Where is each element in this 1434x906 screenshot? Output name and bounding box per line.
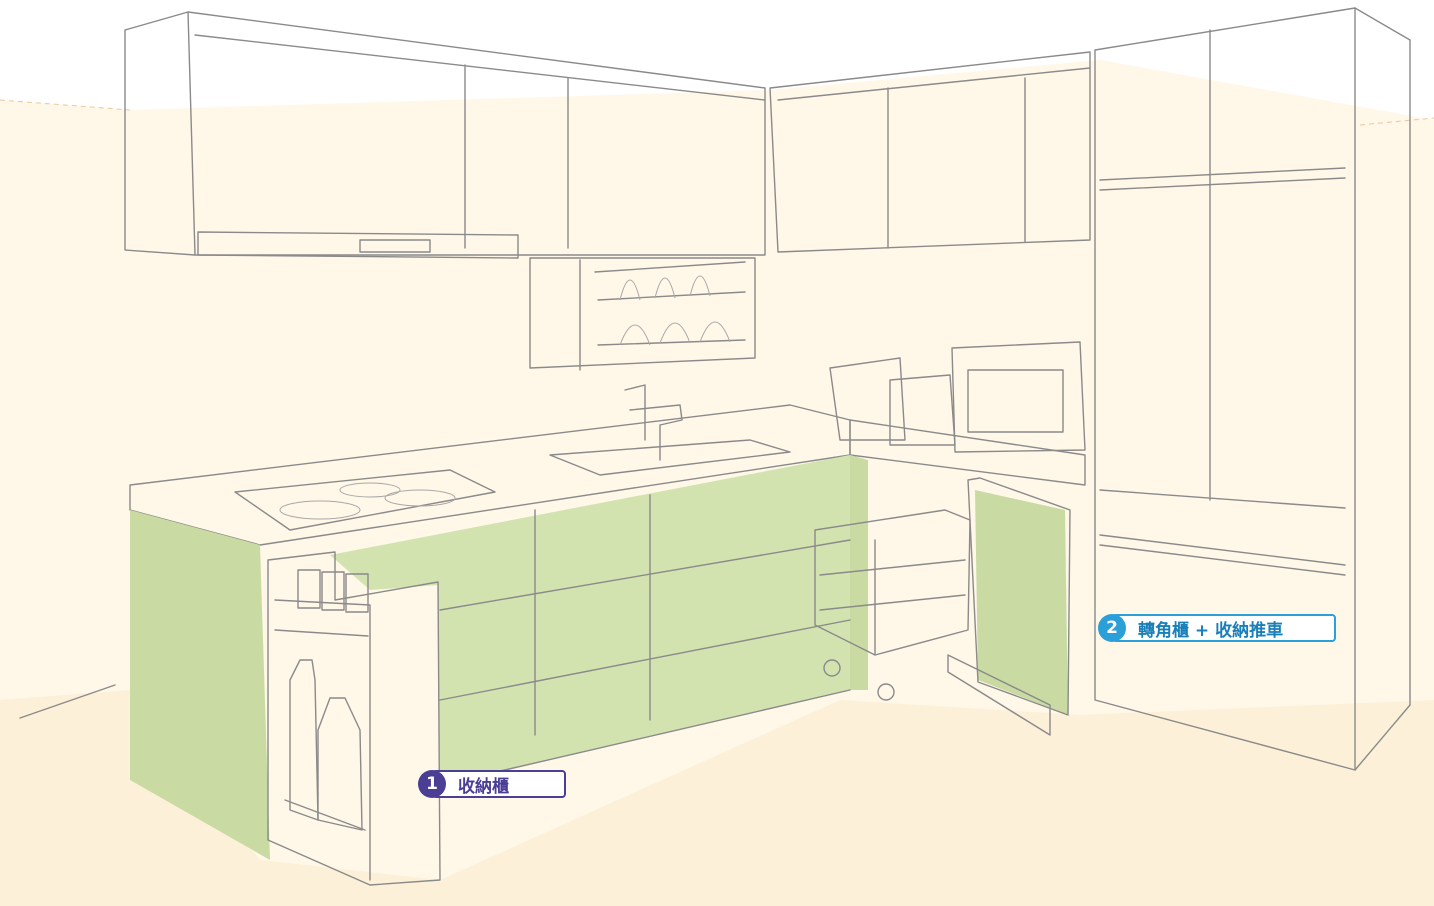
callout-2-number-badge: 2: [1098, 614, 1126, 642]
callout-2-corner-cabinet-cart: 2 轉角櫃 + 收納推車: [1112, 614, 1336, 642]
callout-2-text: 轉角櫃 + 收納推車: [1138, 616, 1283, 641]
callout-1-storage-cabinet: 1 收納櫃: [432, 770, 566, 798]
callout-1-text: 收納櫃: [458, 772, 509, 797]
callout-1-number-badge: 1: [418, 770, 446, 798]
